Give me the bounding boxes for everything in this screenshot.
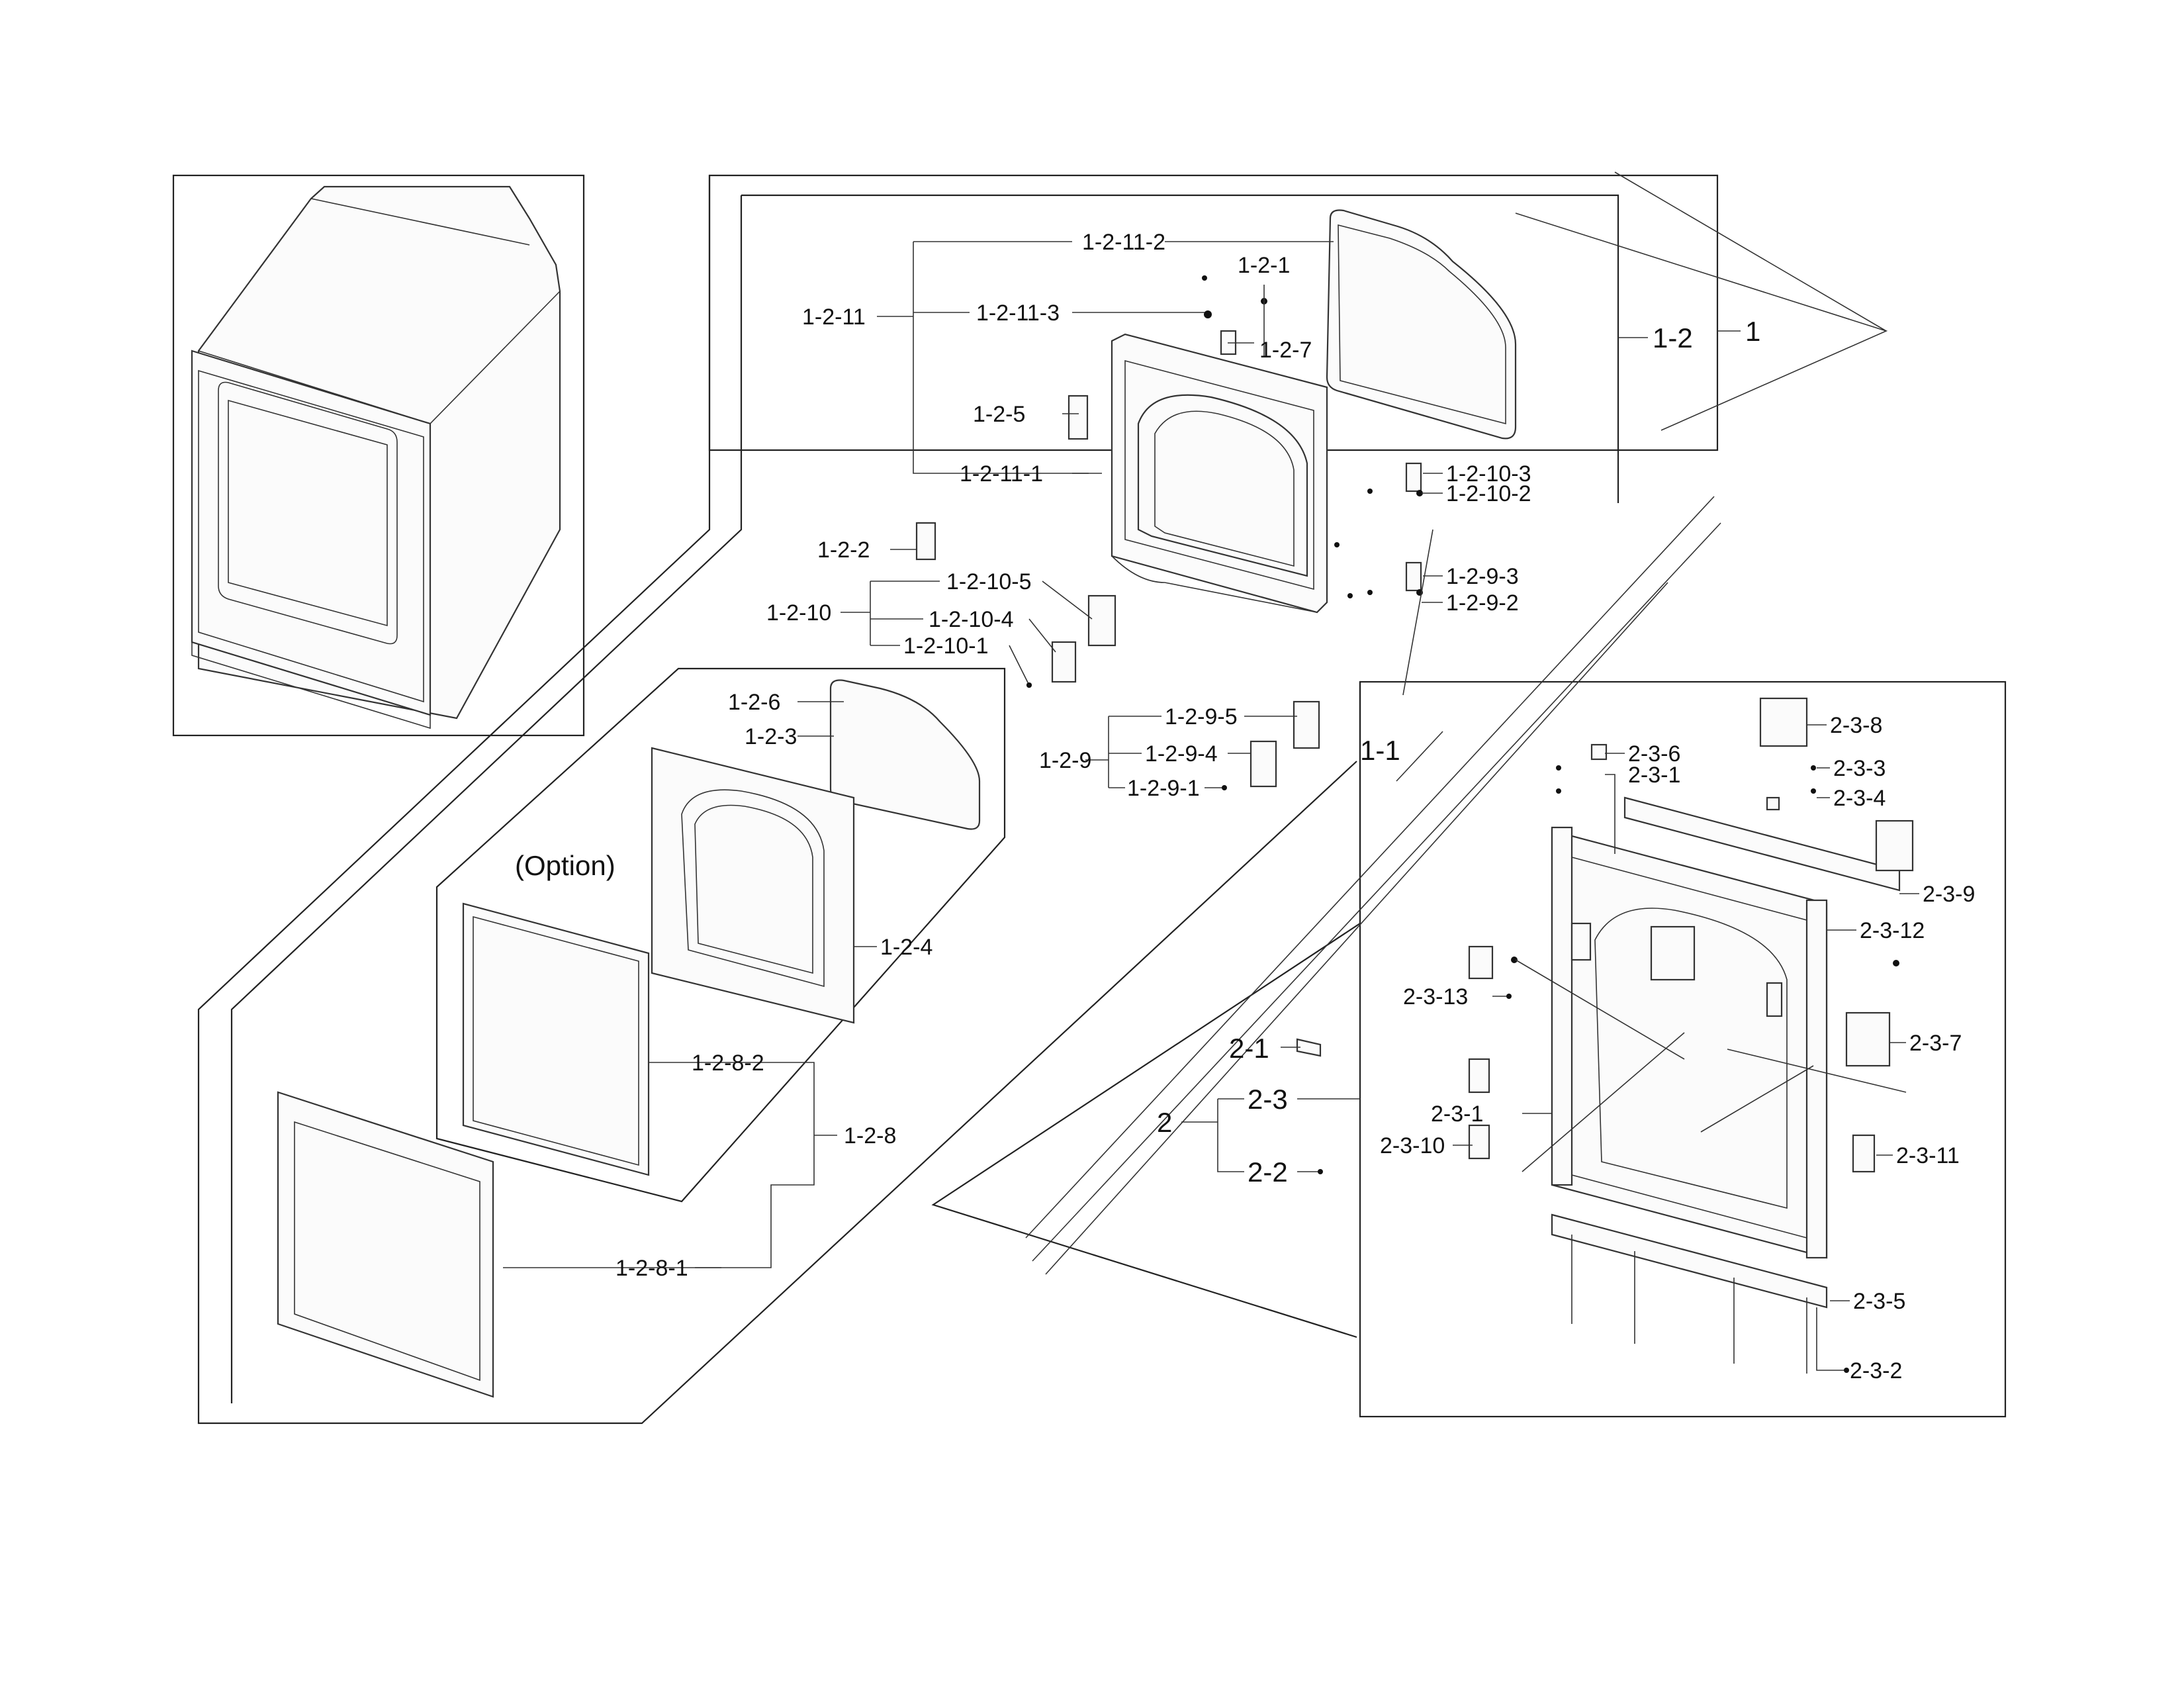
callout-1-1: 1-1	[1360, 735, 1400, 766]
callout-2-3-1-bottom: 2-3-1	[1431, 1102, 1483, 1127]
overview-panel	[172, 174, 585, 737]
callout-1-2-8-1: 1-2-8-1	[615, 1256, 688, 1281]
callout-labels: 1-2-11-2 1-2-1 1-2-11-3 1-2-7 1-2-11 1-2…	[515, 230, 1975, 1383]
callout-2-3-6: 2-3-6	[1628, 741, 1680, 767]
callout-1-2-6: 1-2-6	[728, 690, 780, 715]
callout-2: 2	[1157, 1107, 1172, 1138]
extension-lines	[1025, 171, 1907, 1275]
assembly-2-frame	[931, 680, 2007, 1418]
option-label: (Option)	[515, 850, 615, 881]
leader-dots	[1026, 682, 1849, 1373]
callout-1-2-2: 1-2-2	[817, 538, 870, 563]
callout-2-1: 2-1	[1229, 1033, 1269, 1064]
assembly-1-frame	[197, 174, 1719, 1425]
callout-1-2-9-1: 1-2-9-1	[1127, 776, 1200, 801]
callout-2-2: 2-2	[1248, 1156, 1288, 1188]
callout-1-2-1: 1-2-1	[1238, 253, 1290, 278]
callout-2-3-10: 2-3-10	[1380, 1133, 1445, 1158]
callout-1-2-10: 1-2-10	[766, 600, 831, 626]
door-panel-1-2-8-1	[277, 1091, 494, 1398]
hardware-1-2-group	[915, 275, 1423, 788]
callout-1-2-9: 1-2-9	[1039, 748, 1091, 773]
callout-1-2-10-1: 1-2-10-1	[903, 633, 989, 659]
callout-1-2-9-3: 1-2-9-3	[1446, 564, 1519, 589]
callout-1-2-4: 1-2-4	[880, 935, 933, 960]
hardware-2-group	[1296, 697, 1914, 1173]
callout-2-3-12: 2-3-12	[1860, 918, 1925, 943]
callout-1-2-11-1: 1-2-11-1	[960, 461, 1043, 487]
callout-1-2-7: 1-2-7	[1259, 338, 1312, 363]
front-panel-2-3	[1551, 796, 1901, 1374]
option-panel-frame	[435, 667, 1006, 1203]
callout-1-2-9-2: 1-2-9-2	[1446, 590, 1519, 616]
gasket-1-2-11-2	[1326, 209, 1517, 440]
callout-1-2: 1-2	[1653, 322, 1693, 353]
callout-1-2-11-3: 1-2-11-3	[976, 301, 1060, 326]
callout-1-2-8: 1-2-8	[844, 1123, 896, 1149]
door-frame-1-2-4	[651, 747, 855, 1024]
callout-1-2-11-2: 1-2-11-2	[1082, 230, 1165, 255]
callout-1-2-11: 1-2-11	[802, 305, 866, 330]
callout-2-3: 2-3	[1248, 1084, 1288, 1115]
callout-2-3-8: 2-3-8	[1830, 713, 1882, 738]
door-panel-1-2-8-2	[462, 902, 650, 1176]
callout-2-3-9: 2-3-9	[1923, 882, 1975, 907]
callout-leaders	[503, 241, 1919, 1371]
callout-2-3-2: 2-3-2	[1850, 1358, 1902, 1383]
callout-2-3-1-top: 2-3-1	[1628, 763, 1680, 788]
callout-2-3-11: 2-3-11	[1896, 1143, 1960, 1168]
callout-2-3-3: 2-3-3	[1833, 756, 1886, 781]
callout-2-3-13: 2-3-13	[1403, 984, 1468, 1009]
callout-1-2-9-5: 1-2-9-5	[1165, 704, 1238, 729]
callout-1-2-9-4: 1-2-9-4	[1145, 741, 1218, 767]
callout-2-3-5: 2-3-5	[1853, 1289, 1905, 1314]
callout-1: 1	[1745, 316, 1760, 347]
callout-1-2-5: 1-2-5	[973, 402, 1025, 427]
callout-2-3-7: 2-3-7	[1909, 1031, 1962, 1056]
callout-2-3-4: 2-3-4	[1833, 786, 1886, 811]
callout-1-2-10-5: 1-2-10-5	[946, 569, 1032, 594]
callout-1-2-10-3: 1-2-10-3	[1446, 461, 1531, 487]
callout-1-2-10-4: 1-2-10-4	[929, 607, 1014, 632]
callout-1-2-10-2: 1-2-10-2	[1446, 481, 1531, 506]
callout-1-2-8-2: 1-2-8-2	[692, 1051, 764, 1076]
door-inner-frame-1-2-11-1	[1111, 333, 1328, 614]
callout-1-2-3: 1-2-3	[745, 724, 797, 749]
